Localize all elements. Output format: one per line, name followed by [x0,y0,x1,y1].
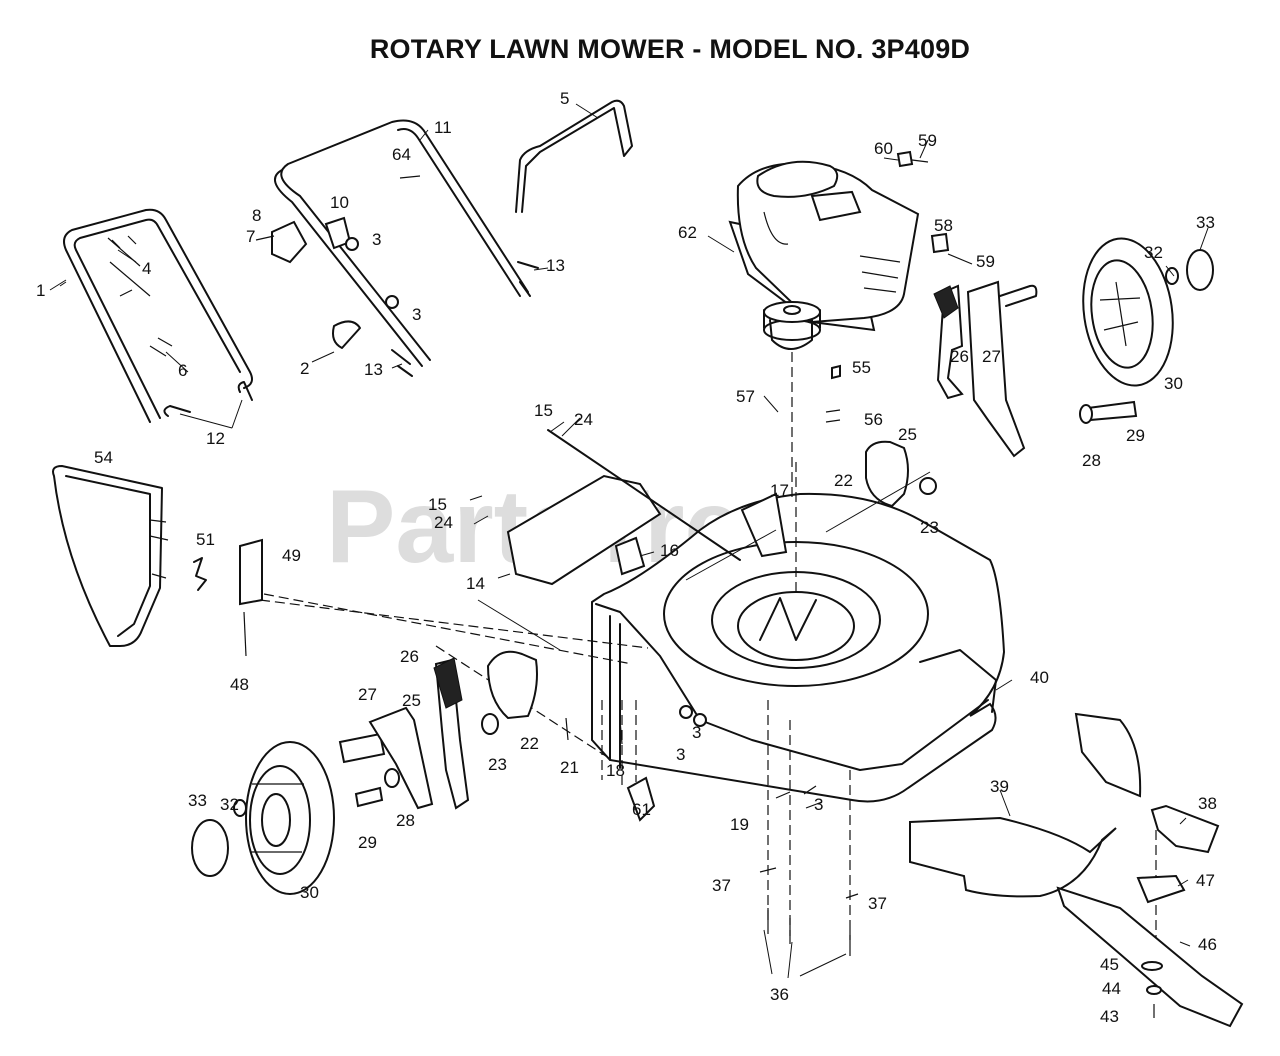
assembly-lines [259,352,1157,956]
engine-small-parts [896,150,973,265]
callout-15: 15 [428,495,447,514]
callout-32: 32 [220,795,239,814]
callout-47: 47 [1196,871,1215,890]
callout-40: 40 [1030,668,1049,687]
callout-15: 15 [534,401,553,420]
control-brackets [255,175,539,377]
callout-44: 44 [1102,979,1121,998]
callout-3: 3 [412,305,421,324]
callout-6: 6 [178,361,187,380]
callout-27: 27 [982,347,1001,366]
callout-labels: 1 2 3 3 3 3 3 4 5 6 7 8 10 11 12 13 13 1… [36,89,1217,1026]
callout-21: 21 [560,758,579,777]
blade-assembly [1056,804,1244,1028]
callout-17: 17 [770,481,789,500]
callout-28: 28 [1082,451,1101,470]
callout-1: 1 [36,281,45,300]
callout-18: 18 [606,761,625,780]
callout-13: 13 [364,360,383,379]
callout-46: 46 [1198,935,1217,954]
callout-61: 61 [632,800,651,819]
lower-handle [63,208,253,423]
callout-7: 7 [246,227,255,246]
height-cam-left [481,650,538,735]
callout-58: 58 [934,216,953,235]
front-wheel [191,741,335,895]
callout-13: 13 [546,256,565,275]
callout-33: 33 [188,791,207,810]
callout-39: 39 [990,777,1009,796]
callout-60: 60 [874,139,893,158]
callout-38: 38 [1198,794,1217,813]
callout-10: 10 [330,193,349,212]
callout-54: 54 [94,448,113,467]
callout-3: 3 [372,230,381,249]
height-cam-right [865,440,937,508]
callout-26: 26 [950,347,969,366]
hinge-spring-parts [193,538,263,657]
callout-3: 3 [814,795,823,814]
callout-14: 14 [466,574,485,593]
callout-24: 24 [574,410,593,429]
callout-leaders [49,103,1209,947]
deck-hardware [565,705,823,822]
engine [728,160,920,333]
callout-29: 29 [358,833,377,852]
grass-catcher [52,465,169,647]
height-adjuster-left [338,657,470,810]
callout-3: 3 [676,745,685,764]
callout-19: 19 [730,815,749,834]
callout-30: 30 [1164,374,1183,393]
callout-25: 25 [898,425,917,444]
callout-11: 11 [434,118,452,137]
callout-36: 36 [770,985,789,1004]
callout-51: 51 [196,530,215,549]
callout-5: 5 [560,89,569,108]
callout-27: 27 [358,685,377,704]
callout-37: 37 [868,894,887,913]
callout-49: 49 [282,546,301,565]
callout-23: 23 [488,755,507,774]
rear-shield [506,429,741,586]
blade-adapter-pulley [763,301,841,423]
callout-8: 8 [252,206,261,225]
callout-64: 64 [392,145,411,164]
rear-wheel [1082,237,1214,387]
control-bail [515,99,633,213]
callout-59: 59 [918,131,937,150]
callout-37: 37 [712,876,731,895]
callout-26: 26 [400,647,419,666]
callout-23: 23 [920,518,939,537]
callout-43: 43 [1100,1007,1119,1026]
callout-24: 24 [434,513,453,532]
callout-56: 56 [864,410,883,429]
callout-25: 25 [402,691,421,710]
callout-22: 22 [834,471,853,490]
callout-2: 2 [300,359,309,378]
callout-32: 32 [1144,243,1163,262]
deck-bolts [759,867,859,979]
callout-29: 29 [1126,426,1145,445]
callout-22: 22 [520,734,539,753]
callout-33: 33 [1196,213,1215,232]
callout-57: 57 [736,387,755,406]
callout-48: 48 [230,675,249,694]
callout-45: 45 [1100,955,1119,974]
callout-59: 59 [976,252,995,271]
callout-30: 30 [300,883,319,902]
height-adjuster-right [933,280,1138,458]
diagram-title: ROTARY LAWN MOWER - MODEL NO. 3P409D [369,34,971,64]
callout-4: 4 [142,259,151,278]
callout-16: 16 [660,541,679,560]
deck-baffle [909,712,1142,898]
upper-handle [273,119,529,367]
callout-3: 3 [692,723,701,742]
bolt-hardware [111,235,253,417]
callout-62: 62 [678,223,697,242]
callout-12: 12 [206,429,225,448]
callout-28: 28 [396,811,415,830]
callout-55: 55 [852,358,871,377]
